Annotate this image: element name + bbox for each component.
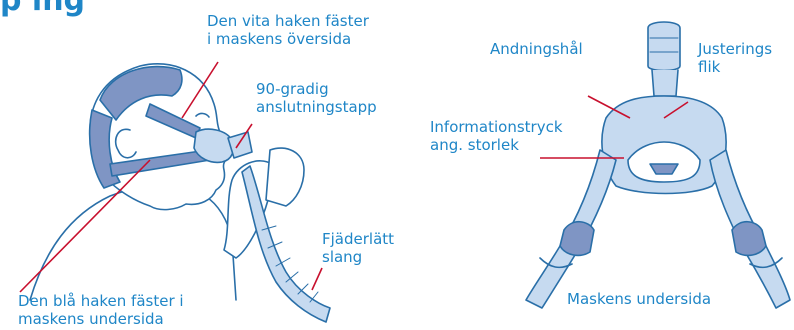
label-size-info: Informationstryck ang. storlek	[430, 118, 563, 154]
label-blue-hook: Den blå haken fäster i maskens undersida	[18, 292, 184, 328]
label-vent-text: Andningshål	[490, 40, 583, 58]
label-elbow-line1: 90-gradig	[256, 80, 329, 98]
hand-left	[223, 160, 273, 259]
elbow-connector	[227, 131, 253, 159]
tube	[241, 165, 331, 323]
hand-right	[265, 147, 305, 207]
label-size-info-line1: Informationstryck	[430, 118, 563, 136]
caption-mask-underside: Maskens undersida	[567, 290, 711, 308]
label-size-info-line2: ang. storlek	[430, 136, 519, 154]
section-heading: p ing	[0, 0, 86, 18]
right-clip	[731, 220, 767, 257]
label-tube-line2: slang	[322, 248, 363, 266]
label-white-hook-line2: i maskens översida	[207, 30, 352, 48]
leader-tab	[663, 101, 689, 119]
label-blue-hook-line2: maskens undersida	[18, 310, 164, 328]
leader-elbow	[235, 123, 253, 149]
label-adjustment-tab-line1: Justerings	[698, 40, 773, 58]
leader-vent	[587, 95, 631, 119]
label-blue-hook-line1: Den blå haken fäster i	[18, 292, 184, 310]
label-white-hook-line1: Den vita haken fäster	[207, 12, 369, 30]
headgear-top-strap	[99, 65, 183, 121]
label-adjustment-tab-line2: flik	[698, 58, 721, 76]
label-elbow-line2: anslutningstapp	[256, 98, 377, 116]
leader-tube	[311, 267, 323, 291]
leader-white-hook	[181, 61, 219, 119]
ear-outline	[114, 128, 137, 159]
label-tube: Fjäderlätt slang	[322, 230, 394, 266]
mask-inner	[627, 141, 701, 183]
label-tube-line1: Fjäderlätt	[322, 230, 395, 248]
nasal-mask	[193, 128, 235, 164]
elbow-top	[647, 21, 681, 72]
label-white-hook: Den vita haken fäster i maskens översida	[207, 12, 369, 48]
caption-mask-underside-text: Maskens undersida	[567, 290, 712, 308]
leader-blue-hook	[19, 159, 151, 293]
label-adjustment-tab: Justerings flik	[698, 40, 772, 76]
label-elbow: 90-gradig anslutningstapp	[256, 80, 377, 116]
label-vent: Andningshål	[490, 40, 583, 58]
left-clip	[559, 220, 595, 257]
